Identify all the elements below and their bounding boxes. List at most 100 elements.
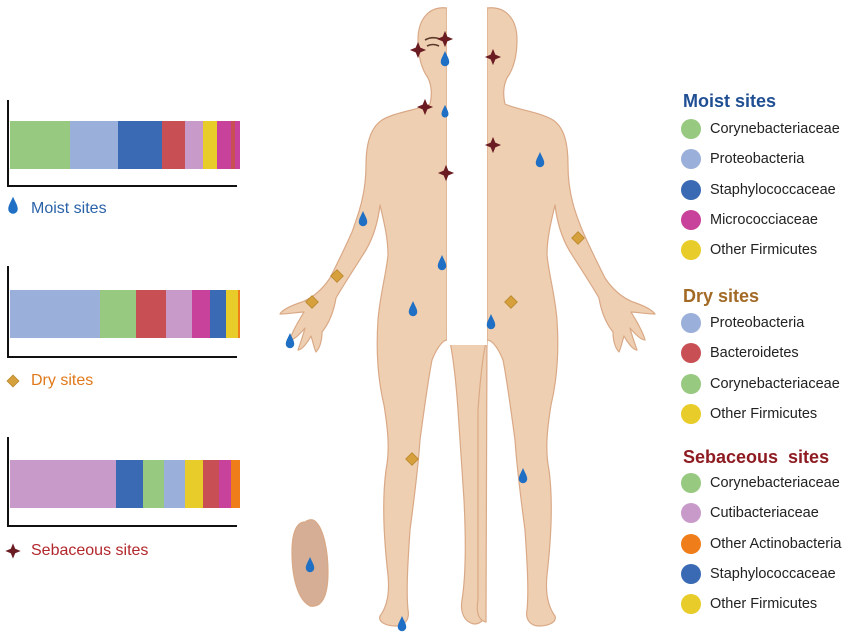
bar-segment-bacteroidetes [136,290,167,338]
back-body [486,7,656,627]
legend-label: Micrococciaceae [710,211,818,228]
legend-label: Other Firmicutes [710,596,818,613]
legend-item: Proteobacteria [681,148,804,170]
legend-label: Bacteroidetes [710,345,799,362]
water-drop-icon [440,50,450,67]
legend-item: Other Firmicutes [681,593,817,615]
water-drop-icon [486,313,496,330]
bar-label-marker [6,374,20,388]
water-drop-icon [397,615,407,632]
stacked-bar [10,460,240,508]
legend-swatch [681,503,701,524]
water-drop-icon [8,196,18,214]
bar-axis [7,100,237,187]
legend-label: Corynebacteriaceae [710,475,840,491]
legend-swatch [681,209,701,230]
legend-item: Proteobacteria [681,312,804,334]
diamond-icon [330,269,344,283]
legend-item: Staphylococcaceae [681,179,836,201]
stacked-bar [10,121,240,169]
legend-swatch [681,240,701,261]
bar-segment-corynebacteriaceae [10,121,70,169]
water-drop-icon [437,254,447,271]
bar-segment-other-actinobacteria [230,460,240,508]
diamond-icon [405,452,419,466]
diamond-icon [6,374,20,388]
legend-swatch [681,313,701,333]
legend-swatch [681,149,701,170]
legend-item: Corynebacteriaceae [681,373,840,395]
legend-swatch [681,403,701,424]
legend-label: Other Firmicutes [710,405,818,422]
legend-swatch [681,533,701,554]
front-body [279,7,448,627]
four-point-star-icon [416,98,434,116]
four-point-star-icon [409,41,427,59]
legend-label: Staphylococcaceae [710,181,836,198]
legend-item: Other Firmicutes [681,403,817,425]
bar-segment-corynebacteriaceae [143,460,165,508]
bar-segment-bacteroidetes [203,460,220,508]
four-point-star-icon [437,164,455,182]
legend-item: Staphylococcaceae [681,563,836,585]
legend-label: Other Actinobacteria [710,535,842,552]
legend-item: Bacteroidetes [681,342,799,364]
legend-label: Proteobacteria [710,315,805,331]
legend-label: Other Firmicutes [710,242,818,259]
bar-segment-micrococcaceae [235,121,240,169]
bar-segment-proteobacteria [164,460,185,508]
bar-segment-micrococcaceae [216,121,231,169]
bar-segment-proteobacteria [10,290,100,338]
bar-segment-other-firmicutes [226,290,238,338]
legend-title: Moist sites [683,91,777,111]
legend-label: Corynebacteriaceae [710,121,840,137]
legend-swatch [681,563,701,584]
bar-label: Sebaceous sites [31,542,149,559]
bar-segment-cutibacteriaceae [166,290,192,338]
legend-item: Other Actinobacteria [681,533,841,555]
bar-segment-other-actinobacteria [237,290,240,338]
water-drop-icon [441,104,449,118]
bar-segment-cutibacteriaceae [10,460,116,508]
bar-axis [7,266,237,358]
body-silhouettes [279,0,656,627]
diamond-icon [571,231,585,245]
legend-swatch [681,594,701,615]
legend-label: Corynebacteriaceae [710,375,840,392]
legend-item: Corynebacteriaceae [681,472,840,494]
bar-segment-bacteroidetes [161,121,185,169]
bar-segment-staphylococcaceae [115,460,144,508]
bar-segment-corynebacteriaceae [99,290,137,338]
legend-item: Micrococciaceae [681,209,818,231]
bar-segment-staphylococcaceae [118,121,162,169]
legend-item: Other Firmicutes [681,239,817,261]
bar-label-marker [8,196,18,214]
legend-item: Corynebacteriaceae [681,118,840,140]
legend-label: Staphylococcaceae [710,565,836,582]
body-split-gap [447,0,487,345]
back-left-leg [476,329,488,623]
bar-axis [7,437,237,527]
bar-segment-other-firmicutes [184,460,204,508]
legend-swatch [681,473,701,493]
diamond-icon [305,295,319,309]
water-drop-icon [358,210,368,227]
four-point-star-icon [484,136,502,154]
water-drop-icon [408,300,418,317]
four-point-star-icon [5,543,21,559]
bar-label: Moist sites [31,200,107,217]
four-point-star-icon [436,30,454,48]
legend-label: Cutibacteriaceae [710,505,819,522]
bar-label-marker [5,543,21,559]
bar-label: Dry sites [31,372,94,389]
water-drop-icon [535,151,545,168]
four-point-star-icon [484,48,502,66]
legend-swatch [681,373,701,394]
bar-segment-cutibacteriaceae [184,121,204,169]
water-drop-icon [305,556,315,573]
eye [426,43,440,47]
bar-segment-micrococcaceae [219,460,231,508]
legend-item: Cutibacteriaceae [681,502,819,524]
legend-swatch [681,179,701,200]
bar-segment-other-firmicutes [203,121,217,169]
